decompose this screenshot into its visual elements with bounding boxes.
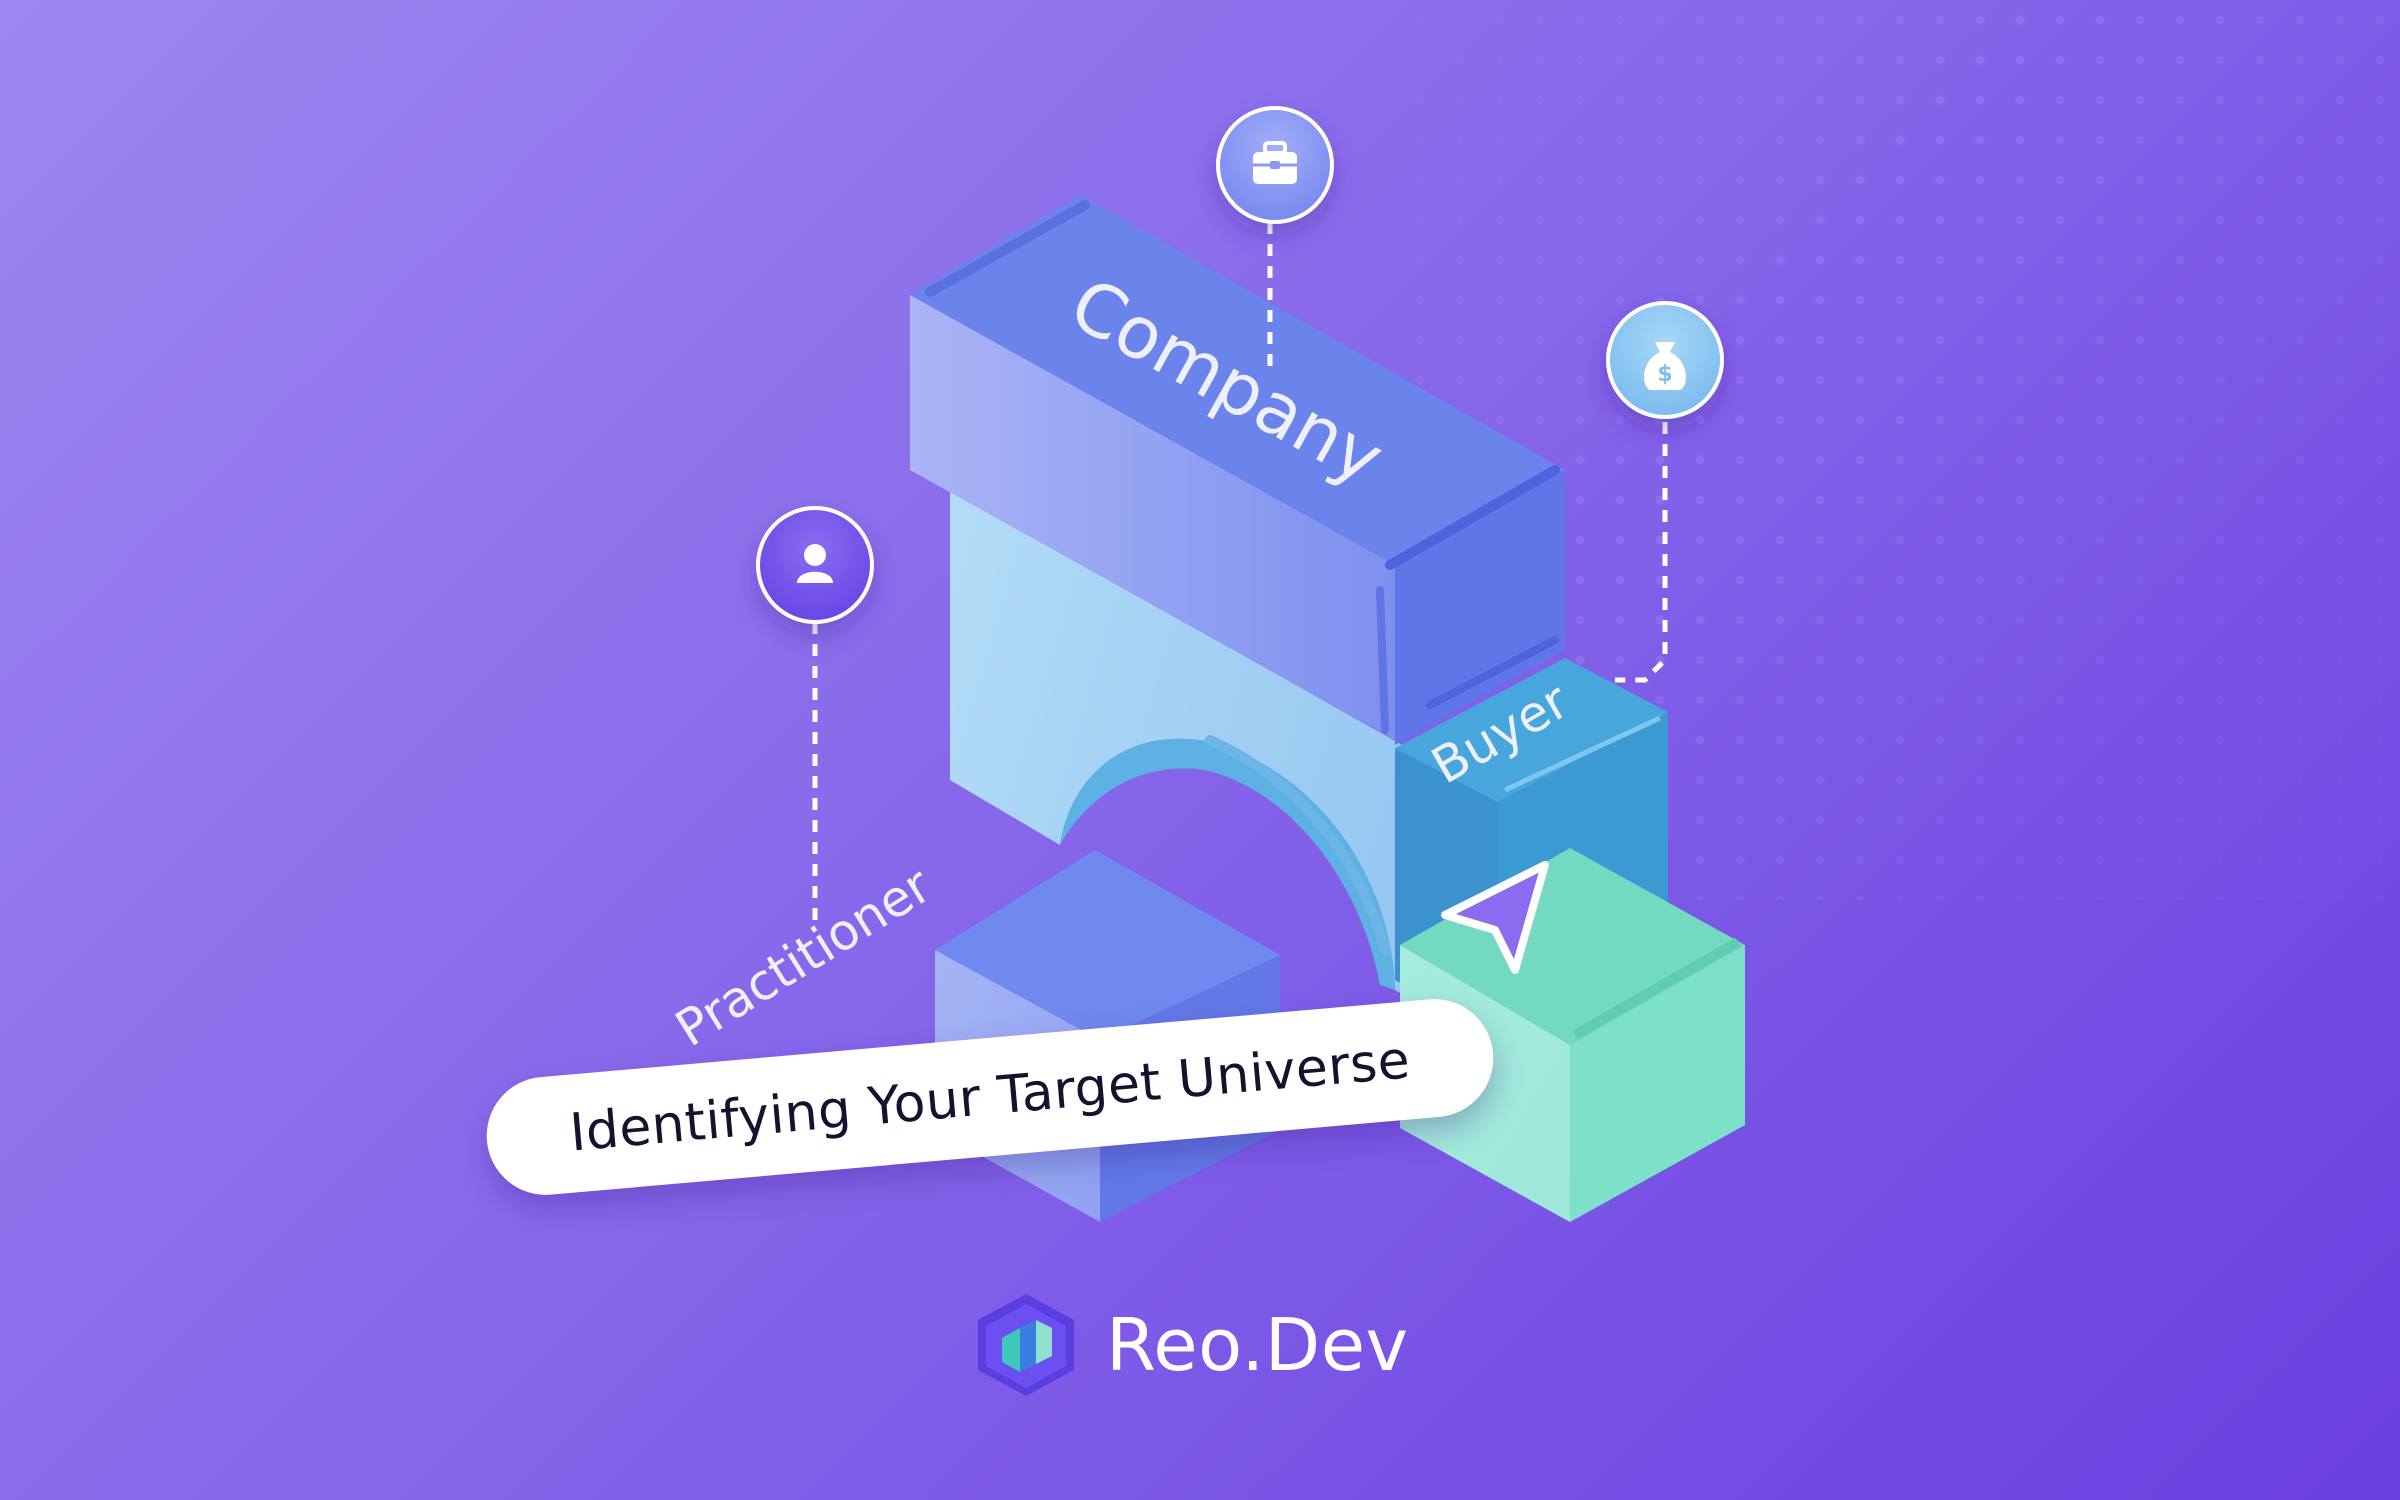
logo-mark-icon bbox=[978, 1294, 1074, 1396]
company-block: Company bbox=[910, 195, 1565, 745]
reo-dev-logo: Reo.Dev bbox=[972, 1290, 1409, 1400]
cursor-arrow-icon bbox=[1441, 861, 1549, 974]
person-icon bbox=[756, 506, 874, 624]
arch bbox=[950, 490, 1500, 1050]
briefcase-icon bbox=[1216, 106, 1334, 224]
svg-text:$: $ bbox=[1657, 362, 1672, 387]
practitioner-label: Practitioner bbox=[666, 856, 942, 1058]
money-bag-icon: $ bbox=[1606, 301, 1724, 419]
connector-money bbox=[1615, 422, 1668, 683]
logo-text: Reo.Dev bbox=[1106, 1303, 1409, 1387]
